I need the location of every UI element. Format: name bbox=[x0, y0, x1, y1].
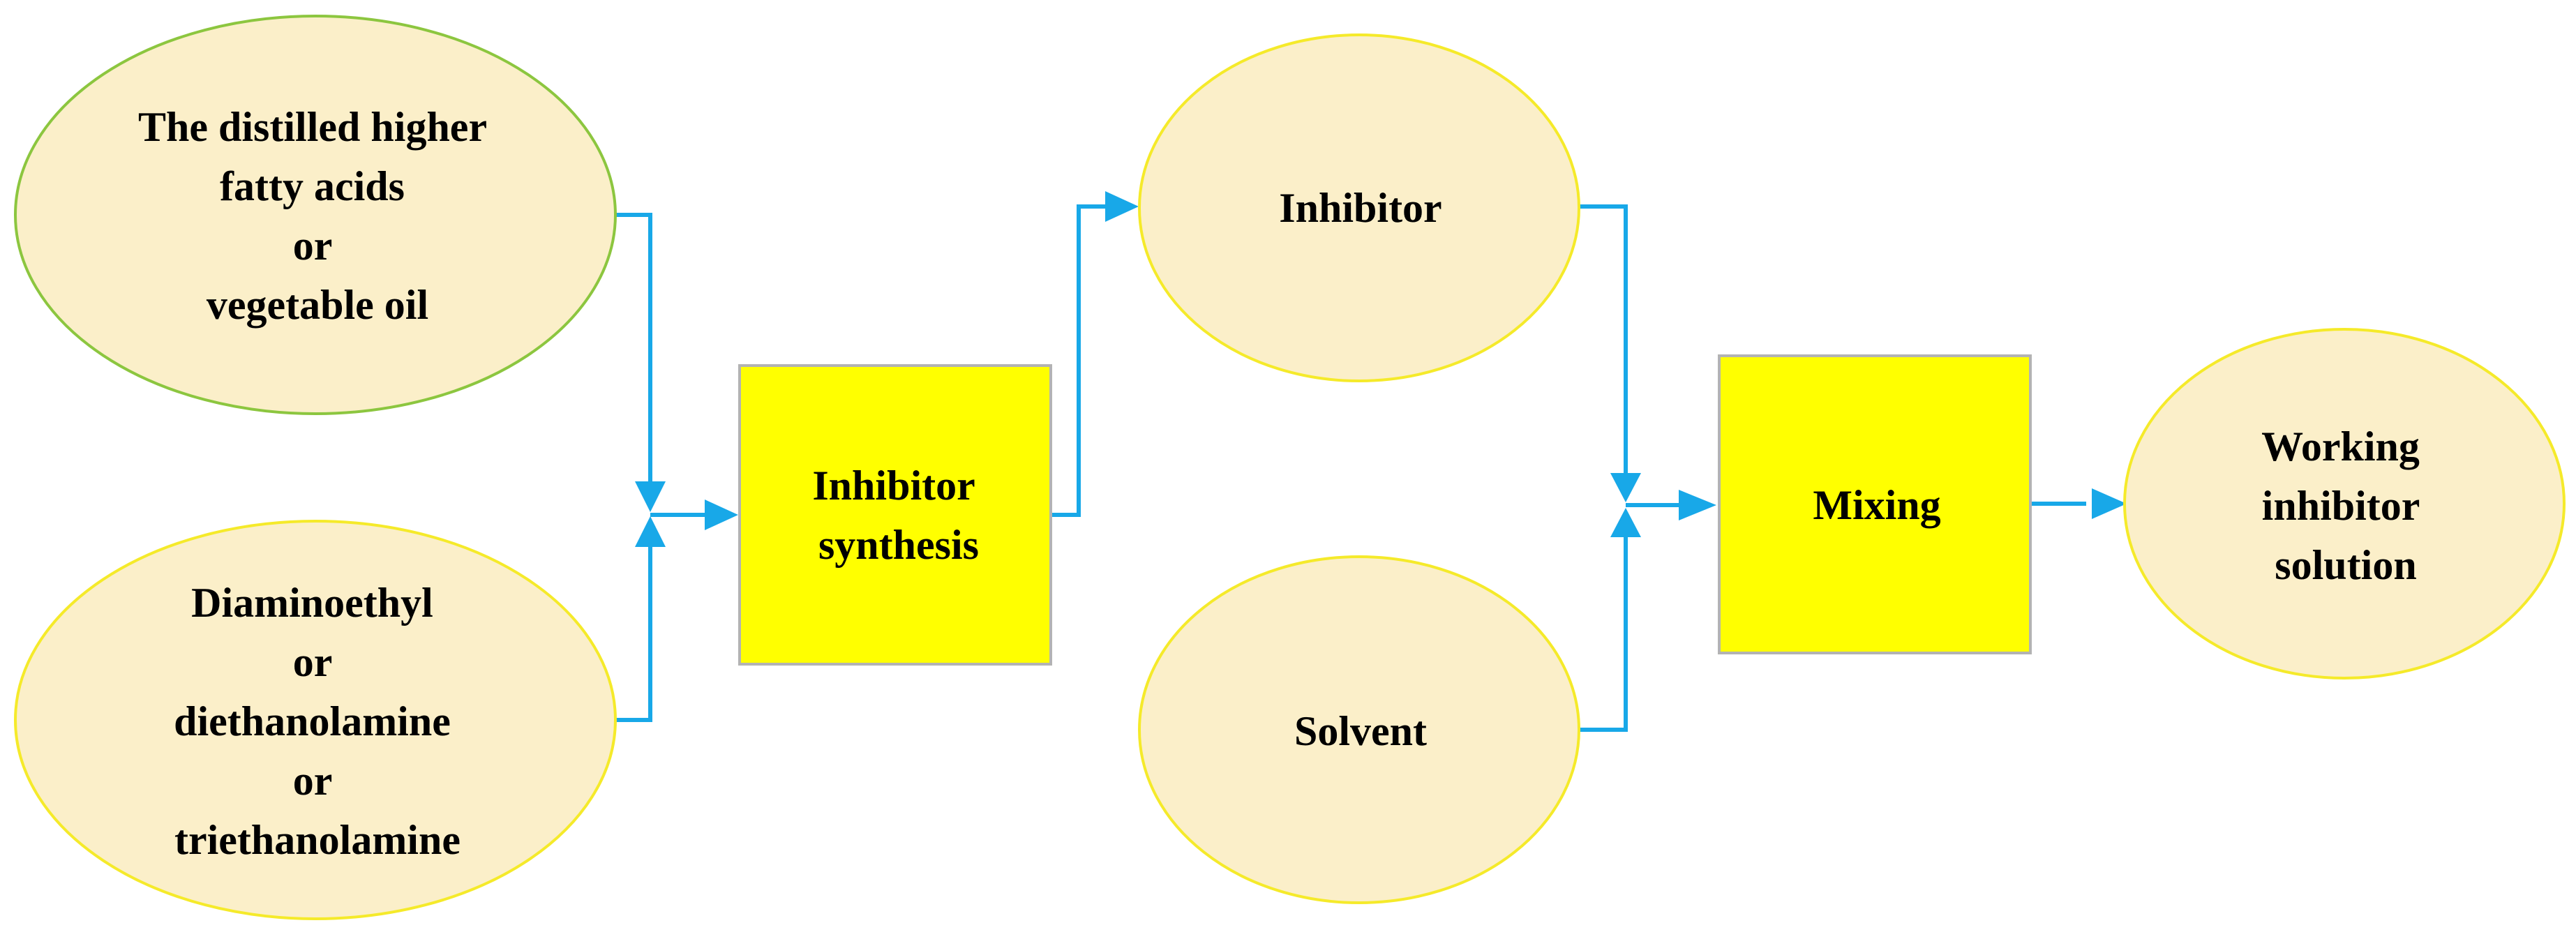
working-solution-line-1: Working bbox=[2261, 423, 2420, 470]
fatty-acids-label: The distilled higher fatty acids or vege… bbox=[138, 104, 497, 328]
amines-line-1: Diaminoethyl bbox=[191, 580, 433, 626]
arrowheads bbox=[635, 191, 2127, 547]
connector-inhibitor-to-junction bbox=[1578, 204, 1628, 481]
node-working-solution: Working inhibitor solution bbox=[2123, 328, 2566, 680]
fatty-acids-line-2: fatty acids bbox=[220, 163, 405, 209]
node-inhibitor-synthesis: Inhibitor synthesis bbox=[738, 364, 1052, 666]
node-fatty-acids: The distilled higher fatty acids or vege… bbox=[14, 15, 617, 415]
mixing-line-1: Mixing bbox=[1813, 482, 1940, 528]
fatty-acids-ellipse bbox=[14, 15, 617, 415]
arrow-up-icon bbox=[635, 516, 666, 547]
inhibitor-synthesis-label: Inhibitor synthesis bbox=[812, 463, 984, 568]
working-solution-line-2: inhibitor bbox=[2262, 483, 2420, 529]
working-solution-ellipse bbox=[2123, 328, 2566, 680]
arrow-right-icon bbox=[2092, 488, 2127, 519]
arrow-right-icon bbox=[1679, 490, 1716, 520]
connectors bbox=[613, 204, 2086, 732]
amines-line-2: or bbox=[293, 639, 332, 685]
working-solution-line-3: solution bbox=[2275, 542, 2416, 588]
inhibitor-synthesis-line-1: Inhibitor bbox=[812, 463, 975, 509]
amines-ellipse bbox=[14, 520, 617, 920]
working-solution-label: Working inhibitor solution bbox=[2261, 423, 2430, 588]
connector-synthesis-to-inhibitor bbox=[1051, 204, 1107, 517]
inhibitor-line-1: Inhibitor bbox=[1279, 185, 1441, 231]
inhibitor-ellipse bbox=[1138, 33, 1580, 382]
fatty-acids-line-1: The distilled higher bbox=[138, 104, 486, 150]
node-mixing: Mixing bbox=[1718, 354, 2032, 654]
arrow-down-icon bbox=[635, 481, 666, 512]
amines-line-5: triethanolamine bbox=[174, 817, 460, 863]
solvent-line-1: Solvent bbox=[1294, 708, 1427, 754]
node-solvent: Solvent bbox=[1138, 555, 1580, 904]
amines-label: Diaminoethyl or diethanolamine or trieth… bbox=[174, 580, 461, 863]
connector-solvent-to-junction bbox=[1578, 530, 1628, 732]
arrow-down-icon bbox=[1610, 473, 1641, 502]
solvent-label: Solvent bbox=[1294, 708, 1427, 754]
fatty-acids-line-4: vegetable oil bbox=[207, 282, 428, 328]
inhibitor-label: Inhibitor bbox=[1279, 185, 1441, 231]
amines-line-4: or bbox=[293, 758, 332, 804]
arrow-right-icon bbox=[1105, 191, 1139, 222]
arrow-right-icon bbox=[705, 500, 738, 530]
mixing-label: Mixing bbox=[1813, 482, 1940, 528]
solvent-ellipse bbox=[1138, 555, 1580, 904]
node-inhibitor: Inhibitor bbox=[1138, 33, 1580, 382]
amines-line-3: diethanolamine bbox=[174, 698, 451, 744]
inhibitor-synthesis-box bbox=[738, 364, 1052, 666]
connector-fatty-acids-to-junction bbox=[613, 213, 652, 488]
node-amines: Diaminoethyl or diethanolamine or trieth… bbox=[14, 520, 617, 920]
mixing-box bbox=[1718, 354, 2032, 654]
connector-amines-to-junction bbox=[613, 537, 652, 722]
fatty-acids-line-3: or bbox=[293, 223, 332, 269]
inhibitor-synthesis-line-2: synthesis bbox=[818, 522, 979, 568]
arrow-up-icon bbox=[1610, 508, 1641, 537]
